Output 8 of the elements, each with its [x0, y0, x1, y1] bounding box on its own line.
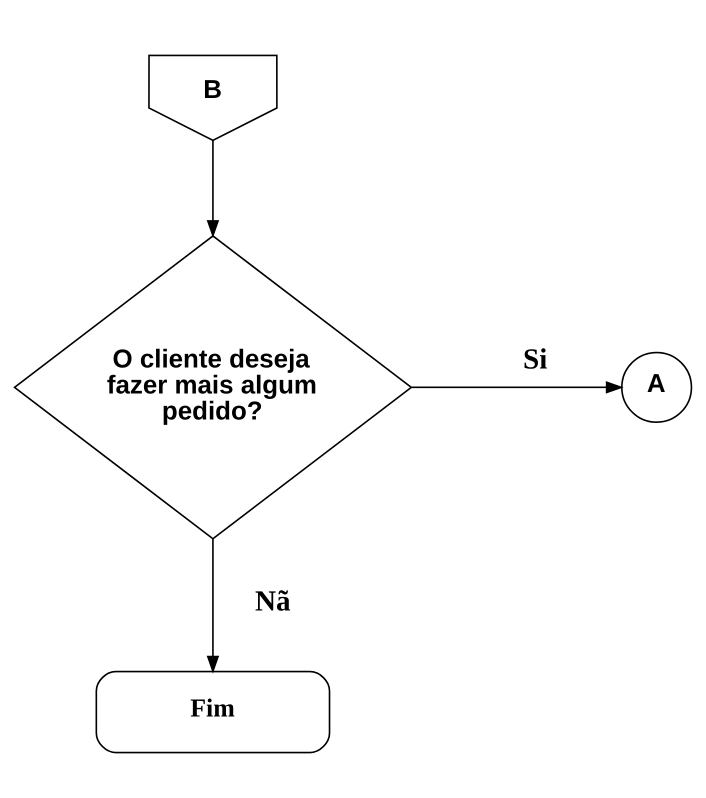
arrow	[411, 380, 624, 394]
edge-label: Nã	[255, 585, 291, 618]
edge-label: Si	[523, 343, 548, 376]
node-circle: A	[621, 351, 692, 422]
node-diamond: O cliente deseja fazer mais algum pedido?	[13, 234, 413, 540]
arrow	[206, 538, 220, 674]
arrow	[206, 140, 220, 238]
node-box: Fim	[96, 670, 330, 753]
